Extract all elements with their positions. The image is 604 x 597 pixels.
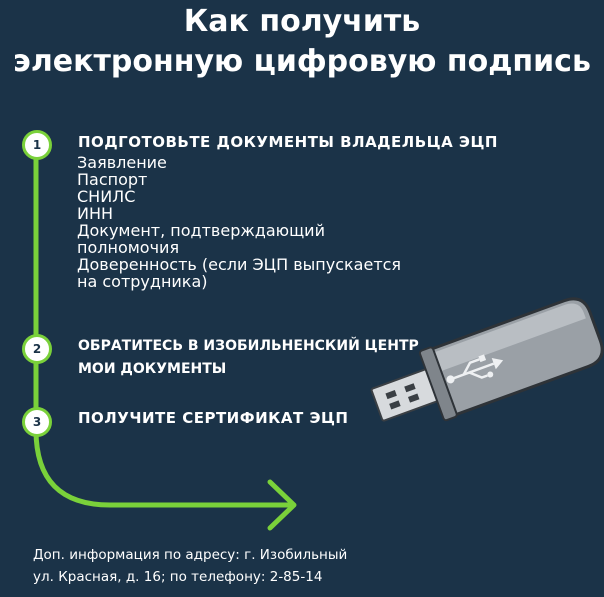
list-item: на сотрудника): [77, 272, 208, 291]
step-2-title-line-2: МОИ ДОКУМЕНТЫ: [78, 361, 227, 377]
arrow-right-icon: [267, 479, 297, 531]
contact-phone: ул. Красная, д. 16; по телефону: 2-85-14: [33, 569, 323, 585]
list-item: Паспорт: [77, 170, 148, 189]
list-item: Доверенность (если ЭЦП выпускается: [77, 255, 402, 274]
step-3-title: ПОЛУЧИТЕ СЕРТИФИКАТ ЭЦП: [78, 409, 349, 427]
list-item: полномочия: [77, 238, 180, 257]
step-3-marker: 3: [22, 407, 52, 437]
list-item: СНИЛС: [77, 187, 136, 206]
contact-address: Доп. информация по адресу: г. Изобильный: [33, 547, 348, 563]
contact-info: Доп. информация по адресу: г. Изобильный…: [33, 544, 347, 588]
document-list: Заявление Паспорт СНИЛС ИНН Документ, по…: [77, 154, 401, 290]
timeline-line: [33, 154, 295, 508]
usb-flash-drive-icon: [370, 297, 604, 422]
list-item: Заявление: [77, 153, 167, 172]
usb-symbol-icon: [446, 354, 504, 384]
list-item: ИНН: [77, 204, 114, 223]
step-2-title-line-1: ОБРАТИТЕСЬ В ИЗОБИЛЬНЕНСКИЙ ЦЕНТР: [78, 338, 419, 354]
title-line-1: Как получить: [183, 4, 421, 39]
step-1-title: ПОДГОТОВЬТЕ ДОКУМЕНТЫ ВЛАДЕЛЬЦА ЭЦП: [78, 133, 498, 151]
step-2-marker: 2: [22, 334, 52, 364]
list-item: Документ, подтверждающий: [77, 221, 325, 240]
step-1-marker: 1: [22, 130, 52, 160]
title-line-2: электронную цифровую подпись: [13, 44, 591, 79]
